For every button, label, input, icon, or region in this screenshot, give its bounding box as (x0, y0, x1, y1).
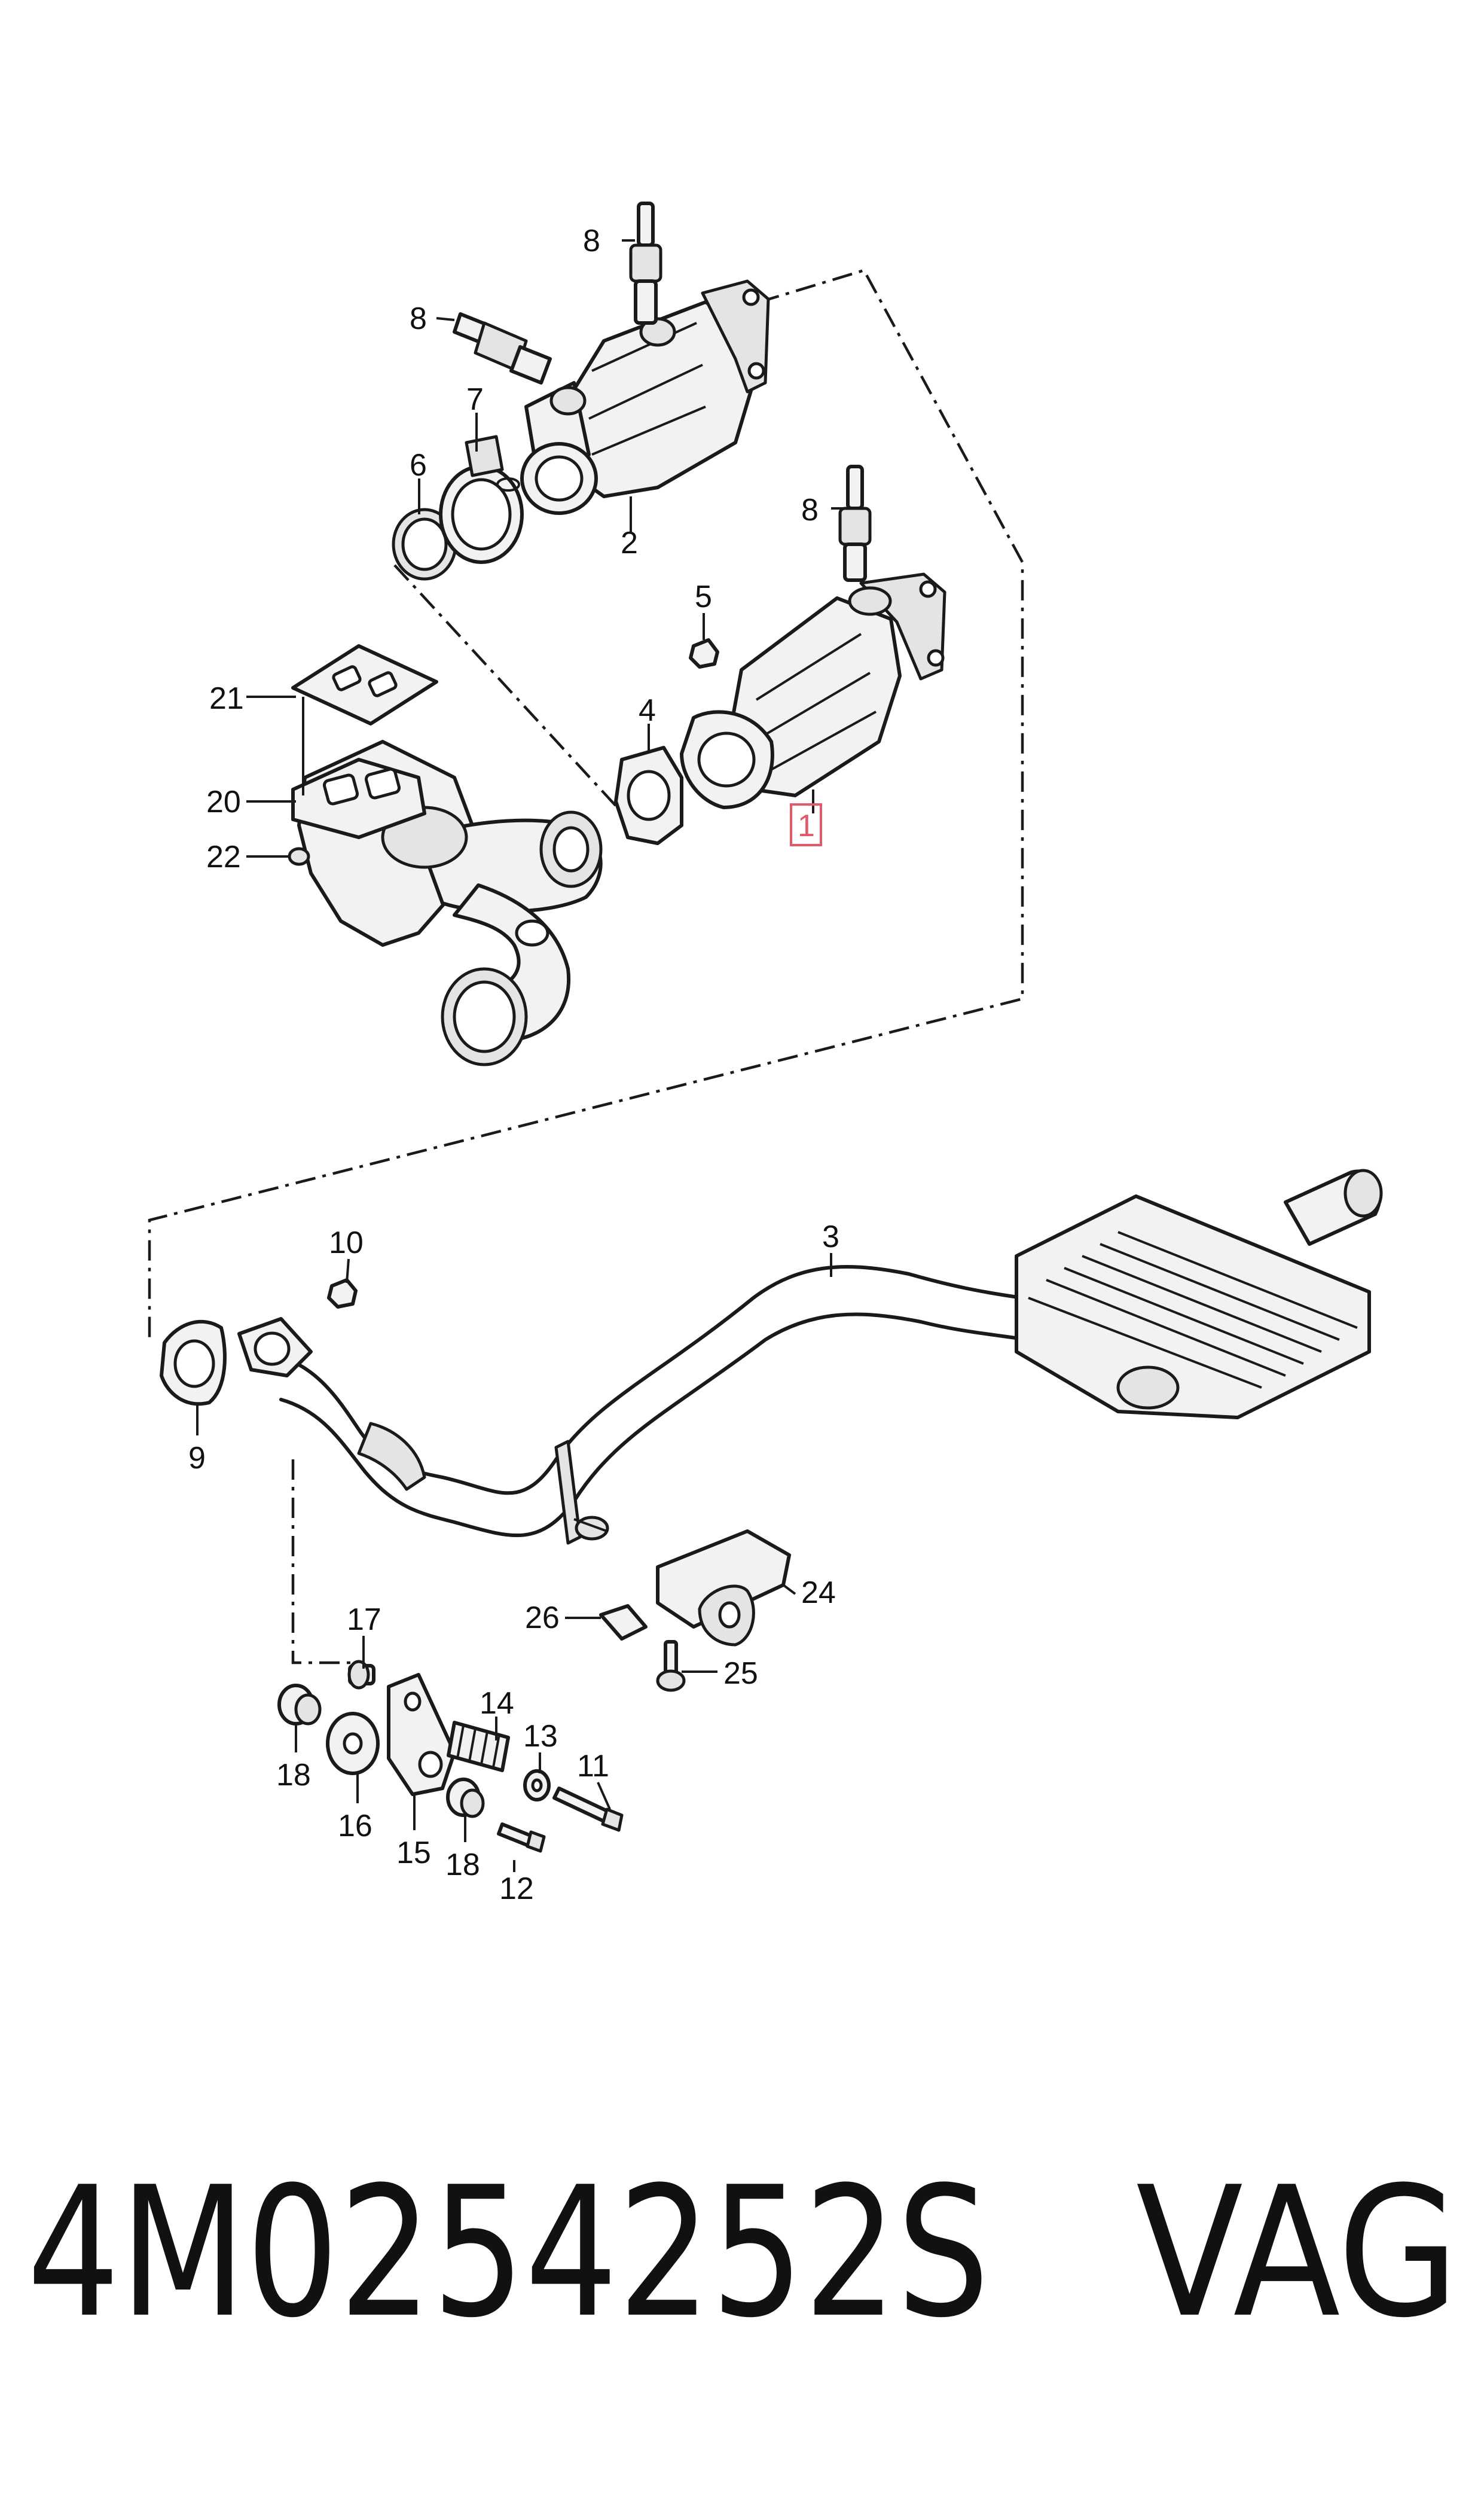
callout-8-left[interactable]: 8 (410, 301, 427, 336)
part-number: 4M0254252S (27, 2148, 990, 2357)
callout-labels: 8 8 8 7 6 2 5 4 1 21 20 22 10 3 9 24 26 … (188, 224, 839, 1906)
turbocharger (297, 740, 603, 1066)
callout-3[interactable]: 3 (822, 1220, 839, 1254)
callout-8-top[interactable]: 8 (583, 224, 600, 258)
lambda-sensor-8-top (629, 202, 662, 325)
bushing-18-left (277, 1684, 322, 1726)
clip-26 (599, 1604, 648, 1641)
lambda-sensor-8-right (838, 465, 872, 582)
lambda-sensor-8-left (453, 312, 552, 385)
footer: 4M0254252S VAG (27, 2148, 1459, 2357)
catalytic-converter-2 (520, 279, 770, 515)
rubber-mount-16 (326, 1712, 380, 1775)
nut-5 (689, 638, 719, 669)
callout-2[interactable]: 2 (621, 526, 638, 560)
callout-8-right[interactable]: 8 (801, 493, 819, 528)
callout-14[interactable]: 14 (480, 1686, 514, 1721)
callout-24[interactable]: 24 (801, 1575, 836, 1610)
bolt-11 (552, 1787, 624, 1832)
gasket-9 (160, 1319, 227, 1406)
callout-18-left[interactable]: 18 (276, 1758, 311, 1793)
callout-9[interactable]: 9 (188, 1441, 206, 1476)
washer-13 (523, 1769, 551, 1801)
exhaust-pipe-with-silencer-3 (237, 1169, 1383, 1545)
clamp-7 (439, 435, 524, 564)
callout-5[interactable]: 5 (695, 580, 712, 614)
bolt-22 (288, 847, 310, 866)
callout-16[interactable]: 16 (338, 1809, 372, 1843)
callout-18-right[interactable]: 18 (445, 1848, 480, 1882)
callout-10[interactable]: 10 (329, 1226, 364, 1260)
nut-10 (327, 1278, 358, 1309)
hanger-bracket-15 (387, 1673, 456, 1796)
bushing-18-right (446, 1778, 485, 1818)
callout-6[interactable]: 6 (410, 448, 427, 483)
callout-22[interactable]: 22 (206, 840, 241, 874)
gasket-4 (614, 746, 683, 845)
bolt-12 (497, 1822, 546, 1853)
callout-4[interactable]: 4 (639, 693, 656, 728)
callout-26[interactable]: 26 (525, 1601, 560, 1635)
spring-14 (447, 1721, 510, 1772)
callout-20[interactable]: 20 (206, 785, 241, 819)
callout-12[interactable]: 12 (499, 1871, 534, 1906)
callout-15[interactable]: 15 (396, 1836, 431, 1870)
turbo-flange-20 (291, 758, 426, 839)
pin-17 (347, 1660, 375, 1690)
brand-name: VAG (1136, 2148, 1459, 2357)
assembly-boundary-lines (148, 269, 1024, 1665)
callout-21[interactable]: 21 (209, 681, 244, 716)
callout-11[interactable]: 11 (577, 1749, 609, 1784)
callout-7[interactable]: 7 (466, 382, 484, 417)
turbo-gasket-21 (291, 644, 438, 725)
catalytic-converter-1 (680, 572, 946, 809)
leader-lines (196, 239, 846, 1872)
callout-17[interactable]: 17 (347, 1602, 381, 1637)
bracket-24 (573, 1516, 791, 1647)
highlight-box-part-1 (790, 803, 822, 846)
callout-25[interactable]: 25 (723, 1656, 758, 1691)
bolt-25 (656, 1640, 686, 1692)
callout-13[interactable]: 13 (523, 1719, 558, 1754)
callout-1-highlighted[interactable]: 1 (798, 809, 815, 843)
